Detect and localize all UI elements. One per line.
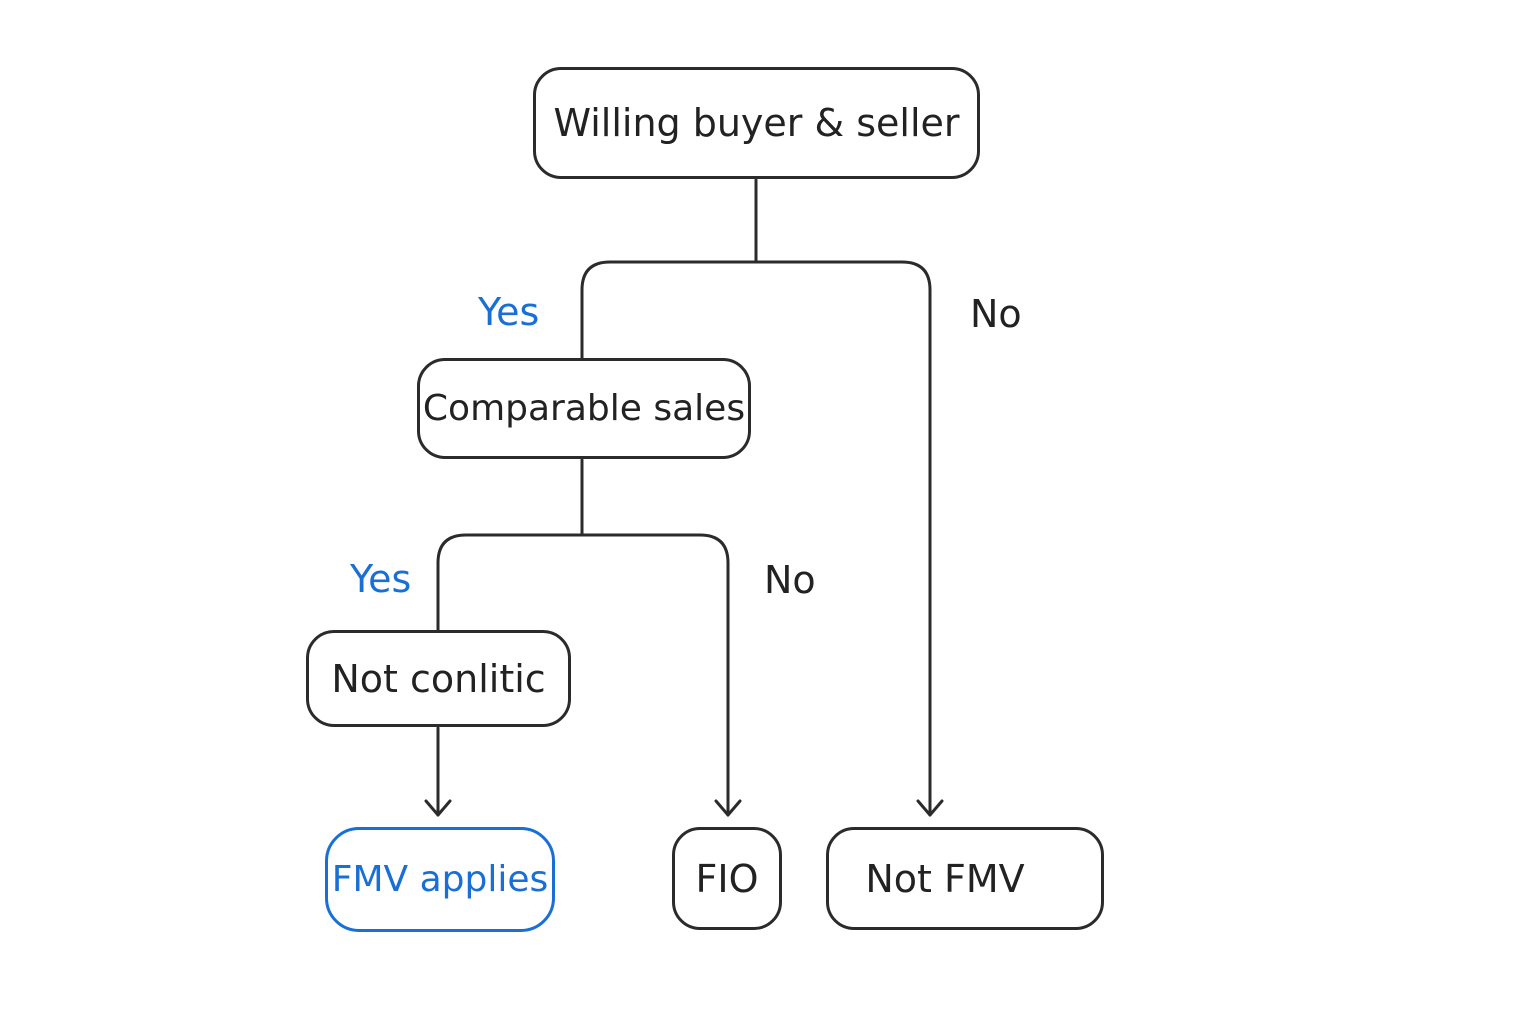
connector-comparable-yes xyxy=(436,533,584,632)
node-not-fmv: Not FMV xyxy=(826,827,1104,930)
connector-root-yes xyxy=(580,260,758,360)
edge-label-comparable-yes: Yes xyxy=(350,557,412,601)
node-fio: FIO xyxy=(672,827,782,930)
node-not-conflict: Not conlitic xyxy=(306,630,571,727)
node-fmv-applies: FMV applies xyxy=(325,827,555,932)
arrowhead-not-fmv xyxy=(916,799,944,817)
arrowhead-fmv-applies xyxy=(424,799,452,817)
node-comparable-sales: Comparable sales xyxy=(417,358,751,459)
edge-label-root-no: No xyxy=(970,292,1022,336)
edge-label-comparable-no: No xyxy=(764,558,816,602)
edge-label-root-yes: Yes xyxy=(478,290,540,334)
connector-root-no xyxy=(754,260,932,817)
arrowhead-fio xyxy=(714,799,742,817)
connector-comparable-no xyxy=(580,533,730,817)
node-willing-buyer-seller: Willing buyer & seller xyxy=(533,67,980,179)
